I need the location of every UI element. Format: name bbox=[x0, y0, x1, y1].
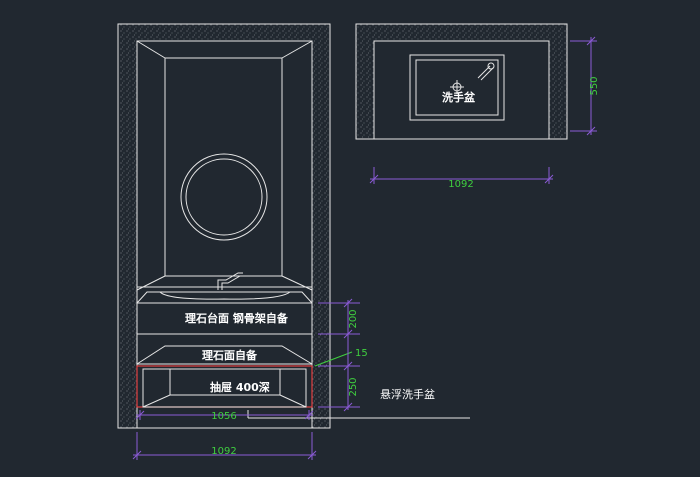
faucet-icon bbox=[217, 272, 243, 290]
dim-counter-height: 200 bbox=[348, 309, 359, 328]
dimension-1092-plan bbox=[369, 167, 554, 184]
dim-drawer-height: 250 bbox=[348, 377, 359, 396]
plan-faucet-icon bbox=[477, 62, 495, 81]
dimension-1056 bbox=[135, 410, 314, 420]
vertical-dimension-group bbox=[318, 298, 360, 412]
niche bbox=[136, 40, 313, 291]
drain-icon bbox=[450, 80, 464, 94]
basin-inner bbox=[415, 59, 499, 116]
dim-plan-depth: 550 bbox=[589, 76, 600, 95]
basin-plan-label: 洗手盆 bbox=[442, 90, 476, 104]
dim-elevation-total-width: 1092 bbox=[211, 446, 236, 457]
drawer bbox=[136, 365, 313, 408]
dimension-1092-elevation bbox=[132, 432, 317, 460]
wall-frame bbox=[117, 23, 331, 429]
dimension-550-plan bbox=[570, 36, 597, 136]
elevation-view: 理石台面 钢骨架自备 理石面自备 抽屉 400深 悬浮洗手盆 200 250 1… bbox=[117, 23, 470, 460]
dim-inner-width: 1056 bbox=[211, 411, 236, 422]
dim-gap: 15 bbox=[355, 348, 368, 359]
countertop bbox=[136, 291, 313, 335]
shelf bbox=[136, 345, 313, 365]
leader-line-15 bbox=[314, 351, 353, 367]
dim-plan-width: 1092 bbox=[448, 179, 473, 190]
countertop-label: 理石台面 钢骨架自备 bbox=[185, 311, 289, 325]
shelf-label: 理石面自备 bbox=[202, 348, 258, 362]
round-mirror bbox=[180, 153, 268, 241]
plan-view: 洗手盆 1092 550 bbox=[355, 23, 600, 190]
basin-outer bbox=[409, 54, 505, 121]
floating-basin-label: 悬浮洗手盆 bbox=[380, 387, 435, 401]
drawer-label: 抽屉 400深 bbox=[210, 380, 270, 394]
